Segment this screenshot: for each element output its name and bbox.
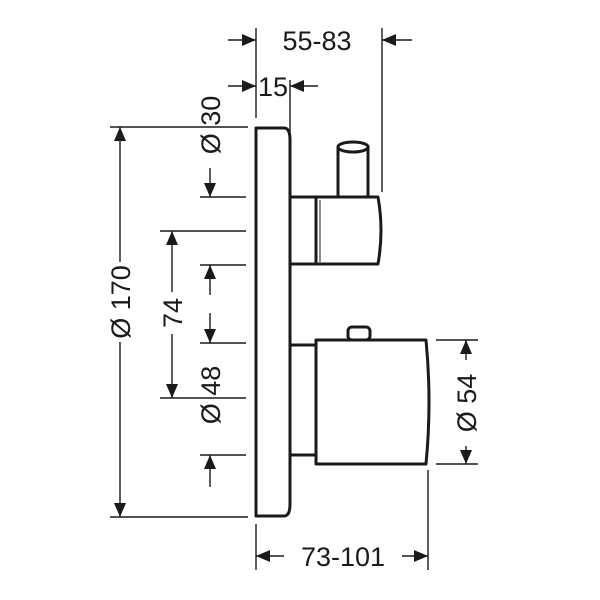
dim-bottom-projection: 73-101 [301, 542, 385, 572]
upper-valve-body [314, 195, 383, 266]
dim-center-distance: 74 [158, 298, 188, 328]
thermostat-knob [314, 338, 431, 466]
dim-upper-handle-diameter: Ø 30 [196, 96, 226, 155]
dim-knob-diameter: Ø 54 [452, 374, 482, 433]
extension-lines [110, 28, 478, 570]
dim-lower-handle-diameter: Ø 48 [196, 366, 226, 425]
dim-collar-depth: 15 [258, 72, 288, 102]
dim-plate-diameter: Ø 170 [106, 265, 136, 339]
upper-collar [288, 195, 318, 266]
upper-lever-cap [336, 140, 370, 154]
dimension-lines [114, 34, 472, 562]
dimension-labels: 55-83 15 Ø 30 Ø 170 74 Ø 48 Ø 54 73-101 [106, 26, 482, 572]
knob-indicator [346, 325, 372, 342]
product-outline [254, 126, 431, 518]
wall-plate [254, 126, 292, 518]
dim-top-projection: 55-83 [282, 26, 351, 56]
lower-collar [288, 343, 318, 457]
